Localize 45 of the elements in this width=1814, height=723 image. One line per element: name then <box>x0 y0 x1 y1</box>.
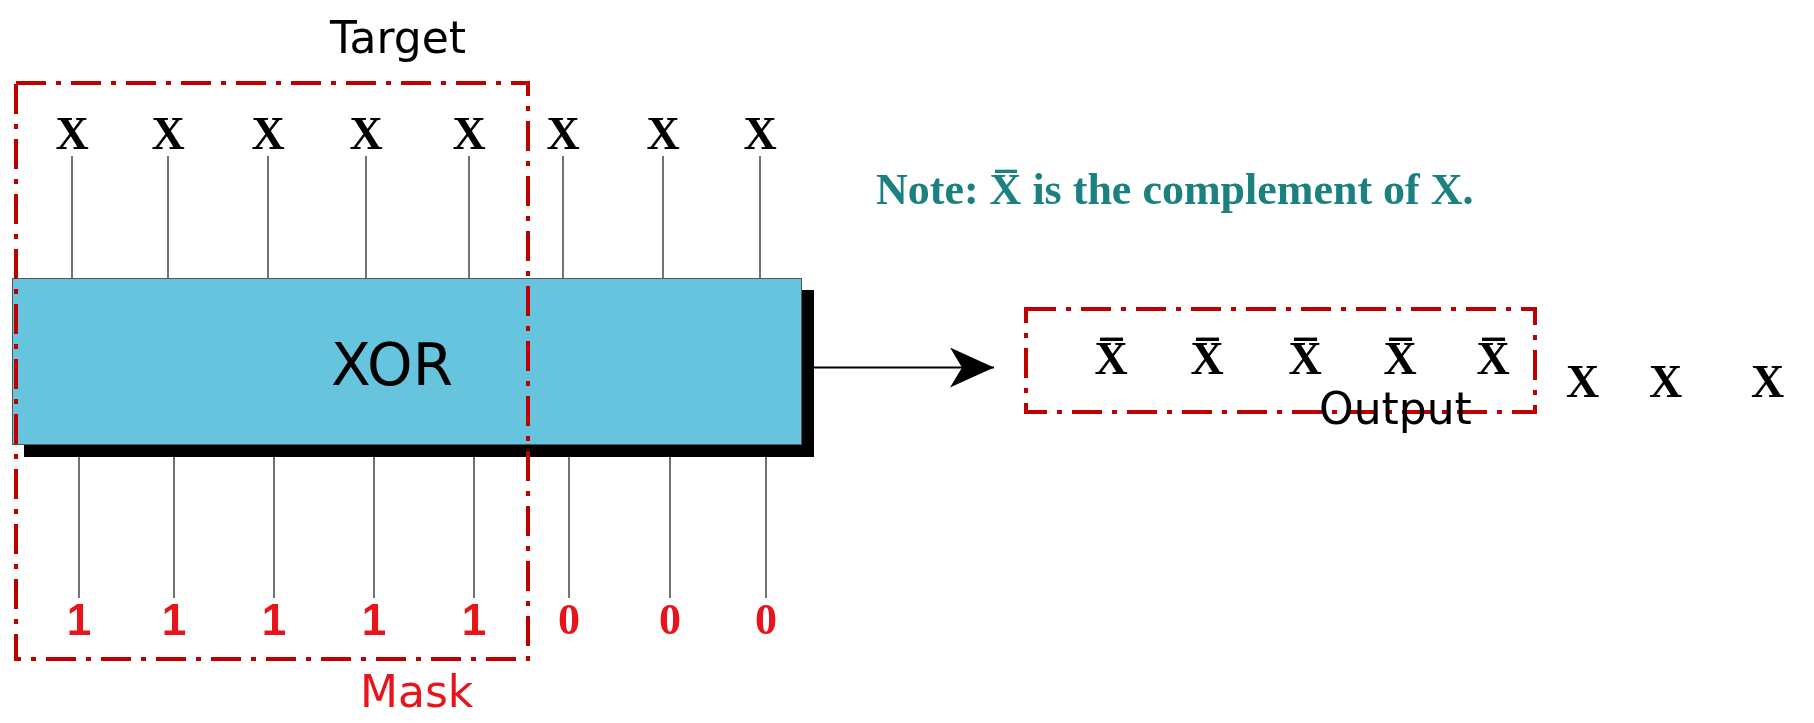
connector-line <box>473 456 475 599</box>
variable-symbol: X̅ <box>1378 331 1422 387</box>
mask-label: Mask <box>360 670 474 714</box>
variable-symbol: X̅ <box>1283 331 1327 387</box>
mask-bit: 1 <box>356 598 392 642</box>
variable-symbol: X <box>148 112 188 156</box>
connector-line <box>662 155 664 279</box>
connector-line <box>365 155 367 279</box>
variable-symbol: X <box>248 112 288 156</box>
arrow <box>813 347 995 388</box>
connector-line <box>167 155 169 279</box>
mask-bit: 1 <box>256 598 292 642</box>
mask-bit: 0 <box>748 598 784 642</box>
variable-symbol: X <box>449 112 489 156</box>
variable-symbol: X <box>1751 359 1785 405</box>
connector-line <box>78 456 80 599</box>
connector-line <box>669 456 671 599</box>
variable-symbol: X <box>543 112 583 156</box>
connector-line <box>468 155 470 279</box>
mask-bit: 1 <box>156 598 192 642</box>
variable-symbol: X <box>1566 359 1600 405</box>
mask-bit: 1 <box>456 598 492 642</box>
variable-symbol: X̅ <box>1471 331 1515 387</box>
mask-bit: 0 <box>551 598 587 642</box>
variable-symbol: X <box>643 112 683 156</box>
variable-symbol: X <box>1649 359 1683 405</box>
mask-bit: 1 <box>61 598 97 642</box>
target-label: Target <box>330 16 467 60</box>
variable-symbol: X <box>346 112 386 156</box>
variable-symbol: X̅ <box>1089 331 1133 387</box>
connector-line <box>759 155 761 279</box>
mask-bit: 0 <box>652 598 688 642</box>
connector-line <box>273 456 275 599</box>
connector-line <box>568 456 570 599</box>
connector-line <box>173 456 175 599</box>
gate-label: XOR <box>331 336 453 394</box>
variable-symbol: X̅ <box>1185 331 1229 387</box>
note-text: Note: X̅ is the complement of X. <box>876 168 1474 212</box>
connector-line <box>71 155 73 279</box>
connector-line <box>562 155 564 279</box>
connector-line <box>765 456 767 599</box>
variable-symbol: X <box>52 112 92 156</box>
connector-line <box>267 155 269 279</box>
variable-symbol: X <box>740 112 780 156</box>
connector-line <box>373 456 375 599</box>
